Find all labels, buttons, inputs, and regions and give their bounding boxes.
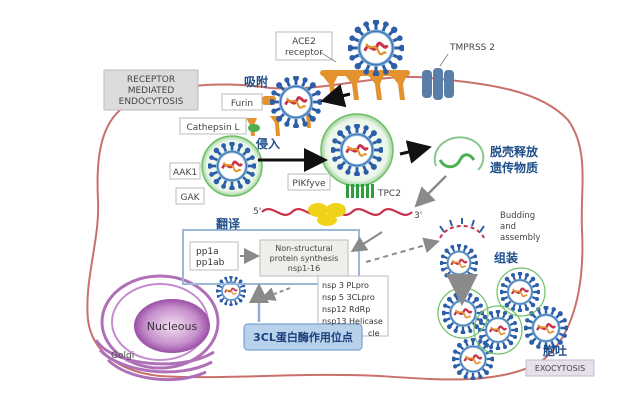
cathepsin-label-box: [179, 117, 247, 135]
tmprss2-protein: [422, 68, 454, 100]
uncoating-rna: [438, 153, 476, 169]
budding-label-3: assembly: [500, 233, 540, 243]
pp1a-label: pp1a: [196, 247, 219, 257]
nsp-synthesis-3: nsp1-16: [288, 264, 320, 273]
arrow-uncoat: [399, 140, 432, 164]
nsp-list-item: nsp 5 3CLpro: [322, 293, 375, 302]
virus-endosome-2: [331, 124, 383, 176]
nucleus: [100, 274, 220, 370]
three-prime-label: 3': [414, 211, 422, 221]
translation-frame: [182, 229, 360, 285]
virus-assembly-4: [478, 310, 518, 350]
vesicle-1: [496, 267, 546, 317]
pikfyve-label: PIKfyve: [292, 179, 326, 189]
cl3-box: [243, 323, 363, 351]
polyprotein-box: [189, 241, 239, 271]
virus-assembly-1: [440, 244, 478, 282]
uncoat-label-2: 遗传物质: [489, 160, 538, 175]
arrow-to-translation: [414, 175, 447, 208]
gak-label: GAK: [180, 193, 200, 203]
rme-label-box: [103, 69, 199, 111]
nsp-list-item: nsp13 Helicase: [322, 317, 383, 326]
budding-label-1: Budding: [500, 211, 535, 221]
virus-top: [348, 20, 404, 76]
translate-label: 翻译: [216, 216, 241, 231]
nsp-list-item: nsp12 RdRp: [322, 305, 370, 314]
arrow-binding: [320, 83, 351, 108]
tmprss-leader: [439, 53, 449, 67]
rme-label-3: ENDOCYTOSIS: [119, 97, 184, 107]
ribosome: [308, 203, 346, 226]
budding-label-2: and: [500, 222, 516, 232]
cathepsin-label: Cathepsin L: [186, 123, 239, 133]
receptor-label: receptor: [285, 48, 323, 58]
golgi-label: Golgi: [111, 351, 134, 361]
rme-label-2: MEDIATED: [128, 86, 175, 96]
cle-label: cle: [368, 329, 380, 338]
aak1-label-box: [169, 162, 201, 180]
pikfyve-label-box: [287, 173, 331, 191]
nsp-list-item: nsp 3 PLpro: [322, 281, 369, 290]
exocytosis-label: EXOCYTOSIS: [535, 364, 585, 373]
vesicle-3: [473, 305, 523, 355]
ace2-leader: [319, 51, 337, 63]
nsp-synthesis-2: protein synthesis: [270, 254, 339, 263]
tmprss-label: TMPRSS 2: [449, 43, 495, 53]
virus-endosome-1: [208, 142, 256, 190]
tpc2-label: TPC2: [377, 189, 401, 199]
budding-membrane: [439, 225, 485, 239]
furin-label: Furin: [231, 99, 253, 109]
five-prime-label: 5': [253, 207, 261, 217]
cathepsin-protein: [248, 124, 260, 132]
arrow-to-assembly: [365, 237, 440, 263]
gak-label-box: [175, 187, 205, 205]
release-label: 胞吐: [543, 343, 567, 358]
virus-binding: [270, 76, 322, 128]
cl3-label: 3CL蛋白酶作用位点: [253, 330, 353, 344]
uncoating-arc: [433, 136, 485, 171]
adsorb-label: 吸附: [244, 74, 268, 89]
virus-exo-2: [452, 338, 494, 380]
rme-label-1: RECEPTOR: [127, 75, 175, 85]
exocytosis-box: [525, 359, 595, 377]
nsp-synthesis-1: Non-structural: [275, 244, 333, 253]
ace2-label: ACE2: [292, 37, 316, 47]
budding-spikes: [439, 218, 485, 233]
tpc2-channel: [346, 184, 374, 198]
invade-label: 侵入: [255, 136, 280, 151]
assemble-label: 组装: [494, 250, 518, 265]
golgi-apparatus: [94, 339, 215, 382]
furin-label-box: [221, 93, 263, 111]
arrow-to-synthesis: [350, 231, 383, 253]
pp1ab-label: pp1ab: [196, 258, 225, 268]
ace2-label-box: [275, 31, 333, 61]
virus-golgi: [216, 276, 246, 306]
uncoat-label-1: 脱壳释放: [490, 144, 539, 159]
nucleous-label: Nucleous: [147, 320, 198, 333]
arrow-golgi: [260, 287, 291, 301]
aak1-label: AAK1: [173, 168, 197, 178]
protein-synthesis-box: [259, 239, 349, 277]
